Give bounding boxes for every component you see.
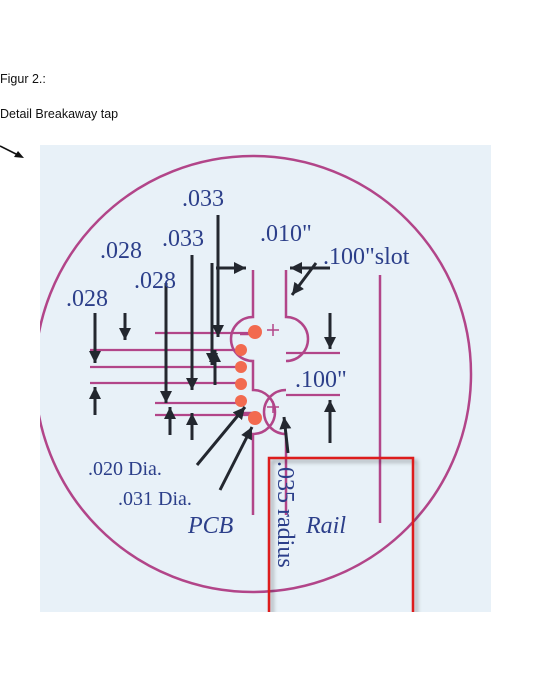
diagram-background (40, 145, 491, 612)
dim-031-dia: .031 Dia. (118, 488, 192, 510)
highlight-box (267, 456, 415, 612)
dimension-arrows (89, 215, 336, 491)
hole (235, 378, 247, 390)
hole (248, 411, 262, 425)
dim-radius: .035 radius (272, 461, 298, 568)
pcb-label: PCB (187, 513, 234, 539)
detail-circle (40, 154, 473, 594)
center-marks (267, 324, 279, 413)
dim-028-b: .028 (134, 268, 176, 294)
dim-028-c: .028 (66, 286, 108, 312)
dim-033-top: .033 (182, 186, 224, 212)
hole (248, 325, 262, 339)
rail-label: Rail (305, 513, 346, 539)
dim-slot: .100"slot (323, 244, 410, 270)
hole (235, 361, 247, 373)
dim-100: .100" (295, 367, 347, 393)
slot-profile (229, 270, 382, 523)
dim-020-dia: .020 Dia. (88, 458, 162, 480)
figure-label: Figur 2.: (0, 72, 46, 86)
perforation-holes (235, 325, 262, 425)
dim-033-mid: .033 (162, 226, 204, 252)
hole (235, 395, 247, 407)
figure-title: Detail Breakaway tap (0, 107, 119, 121)
dim-028-a: .028 (100, 238, 142, 264)
dim-010: .010" (260, 221, 312, 247)
breakaway-tab-diagram: .033 .033 .028 .028 .028 .010" .100"slot… (40, 145, 491, 612)
hole (235, 344, 247, 356)
pointer-arrow-icon (0, 145, 24, 158)
